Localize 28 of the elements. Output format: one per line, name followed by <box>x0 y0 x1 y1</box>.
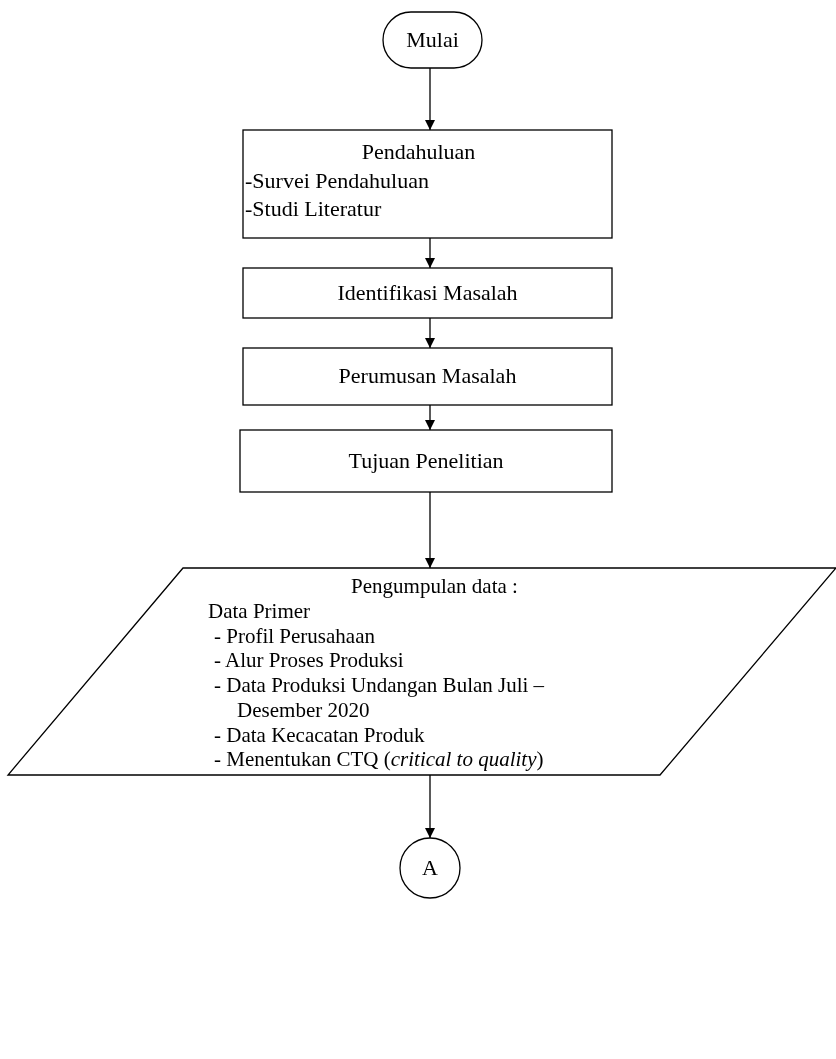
node-label: Tujuan Penelitian <box>347 446 505 475</box>
list-item: - Alur Proses Produksi <box>214 648 405 674</box>
node-heading: Pengumpulan data : <box>350 574 519 599</box>
node-label: Perumusan Masalah <box>337 362 518 391</box>
arrow <box>425 67 435 131</box>
list-item: Data Primer <box>208 598 312 624</box>
process-box <box>243 348 612 405</box>
node-heading: Pendahuluan <box>360 138 477 167</box>
process-box <box>240 430 612 492</box>
arrow <box>425 774 435 839</box>
list-item: -Survei Pendahuluan <box>245 166 430 195</box>
list-item: - Data Produksi Undangan Bulan Juli – Desember 2020 <box>214 673 546 723</box>
data-parallelogram <box>8 568 836 775</box>
arrow <box>425 237 435 269</box>
node-label: Mulai <box>405 25 460 54</box>
list-item: - Menentukan CTQ (critical to quality) <box>214 747 545 773</box>
arrow <box>425 317 435 349</box>
list-item: -Studi Literatur <box>245 195 383 224</box>
node-label: A <box>421 853 439 882</box>
node-label: Identifikasi Masalah <box>336 278 519 307</box>
arrow <box>425 491 435 569</box>
process-box <box>243 268 612 318</box>
connector-circle <box>400 838 460 898</box>
list-item: - Data Kecacatan Produk <box>214 722 426 748</box>
start-terminator <box>383 12 482 68</box>
list-item: - Profil Perusahaan <box>214 623 376 649</box>
process-box <box>243 130 612 238</box>
arrow <box>425 404 435 431</box>
